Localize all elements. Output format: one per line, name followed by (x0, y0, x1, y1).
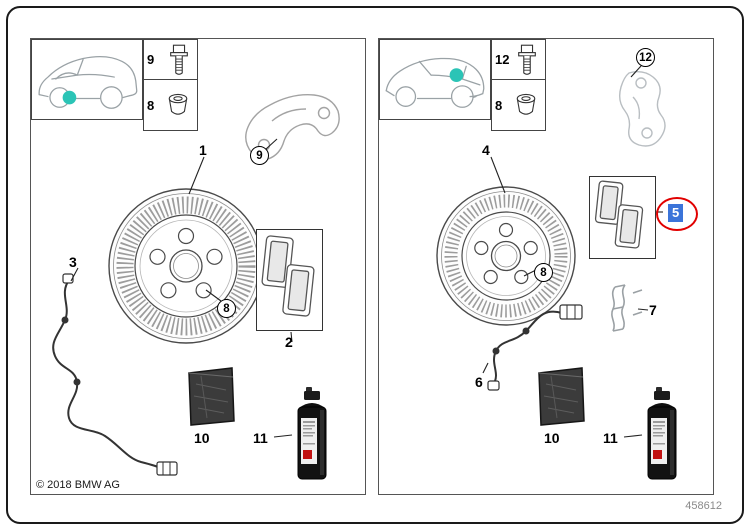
callout-rear-pads-selected: 5 (656, 197, 698, 231)
brake-pads-box-front (256, 229, 323, 331)
callout-front-carrier-ref[interactable]: 9 (250, 146, 269, 165)
wear-sensor-drawing-rear (487, 304, 583, 391)
hex-bolt-icon (518, 44, 536, 75)
spray-can-drawing-rear (647, 387, 677, 480)
document-number: 458612 (685, 500, 722, 512)
brake-pads-drawing-front (261, 235, 315, 317)
wear-sensor-drawing-front (52, 273, 178, 476)
brake-pads-drawing-rear (594, 180, 644, 249)
screw-plug-icon (516, 93, 536, 115)
callout-rear-carrier-ref[interactable]: 12 (636, 48, 655, 67)
spray-can-drawing-front (297, 387, 327, 480)
callout-rear-hub-ref[interactable]: 8 (534, 263, 553, 282)
hex-bolt-icon (170, 44, 188, 75)
hardware-row-bolt: 12 (492, 40, 545, 80)
brake-pads-box-rear (589, 176, 656, 259)
axle-highlight-dot (449, 68, 464, 82)
callout-rear-paste[interactable]: 10 (544, 430, 560, 446)
hardware-row-plug: 8 (144, 80, 197, 130)
hardware-row-plug: 8 (492, 80, 545, 130)
callout-rear-sensor[interactable]: 6 (475, 374, 483, 390)
red-circle-annotation (656, 197, 698, 231)
rear-brake-disc-drawing (436, 186, 576, 326)
part-label-plug[interactable]: 8 (147, 97, 155, 113)
car-front-outline-icon (38, 56, 138, 109)
car-rear-outline-icon (385, 57, 485, 108)
part-label-bolt[interactable]: 9 (147, 52, 155, 67)
callout-front-paste[interactable]: 10 (194, 430, 210, 446)
retaining-clip-drawing (611, 284, 643, 332)
outer-frame: 9 8 (6, 6, 744, 524)
caliper-carrier-drawing (618, 70, 666, 147)
paste-sachet-drawing-front (188, 367, 235, 426)
copyright-text: © 2018 BMW AG (36, 479, 120, 491)
rear-brake-panel: 12 8 (378, 38, 714, 495)
hardware-box-front: 9 8 (143, 39, 198, 131)
callout-rear-spray[interactable]: 11 (603, 430, 618, 446)
callout-rear-disc[interactable]: 4 (482, 142, 490, 158)
hardware-box-rear: 12 8 (491, 39, 546, 131)
car-location-box-front (31, 39, 143, 120)
part-label-bolt[interactable]: 12 (495, 52, 510, 67)
paste-sachet-drawing-rear (538, 367, 585, 426)
callout-front-spray[interactable]: 11 (253, 430, 268, 446)
callout-rear-pads[interactable]: 5 (668, 204, 684, 222)
callout-front-hub-ref[interactable]: 8 (217, 299, 236, 318)
callout-front-pads[interactable]: 2 (285, 334, 293, 350)
hardware-row-bolt: 9 (144, 40, 197, 80)
callout-front-sensor[interactable]: 3 (69, 254, 77, 270)
screw-plug-icon (168, 93, 188, 115)
part-label-plug[interactable]: 8 (495, 97, 503, 113)
car-location-box-rear (379, 39, 491, 120)
axle-highlight-dot (62, 90, 77, 105)
front-brake-panel: 9 8 (30, 38, 366, 495)
callout-front-disc[interactable]: 1 (199, 142, 207, 158)
callout-rear-clip[interactable]: 7 (649, 302, 657, 318)
